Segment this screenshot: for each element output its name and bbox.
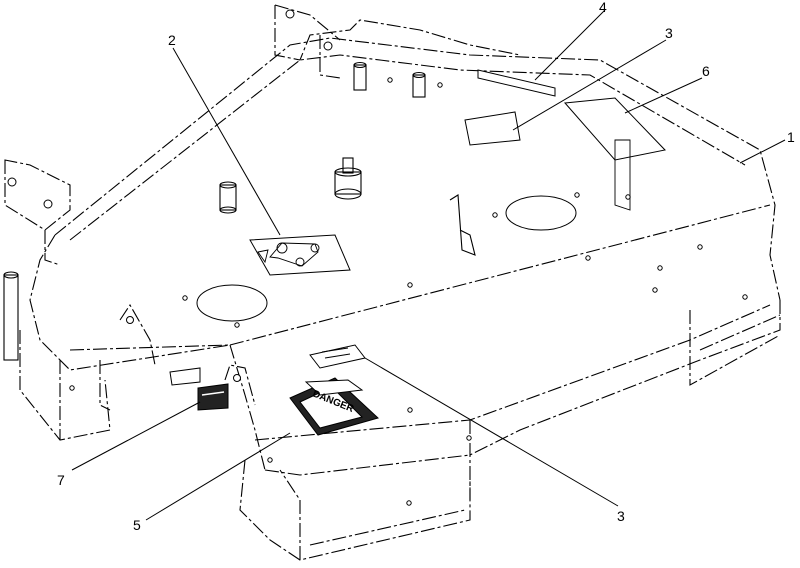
- leader-1: [739, 139, 786, 164]
- deck-outline: [19, 37, 781, 561]
- spindle: [334, 157, 362, 200]
- decal-danger-small: [309, 344, 366, 369]
- leader-4: [534, 9, 606, 81]
- rear-bracket: [274, 4, 521, 79]
- leader-3-top: [512, 39, 667, 131]
- decal-danger-large: DANGER: [289, 377, 379, 436]
- left-bracket: [4, 159, 71, 266]
- callout-6: 6: [702, 63, 710, 79]
- pin-left-rear: [219, 181, 237, 214]
- callout-2: 2: [168, 32, 176, 48]
- decal-belt-routing: [249, 234, 351, 276]
- decal-rear-box: [563, 97, 666, 211]
- pin-rear-1: [353, 61, 367, 91]
- decal-rear-small: [464, 111, 521, 146]
- bolt-holes: [69, 77, 748, 506]
- leader-7: [71, 401, 201, 471]
- leader-3-bottom: [364, 357, 619, 507]
- leader-5: [145, 432, 291, 521]
- decal-rear-strip: [477, 69, 556, 97]
- baffle-flap: [449, 194, 476, 256]
- front-uprights: [99, 303, 256, 411]
- callout-5: 5: [133, 517, 141, 533]
- blade-openings: [196, 195, 577, 322]
- callout-7: 7: [57, 472, 65, 488]
- callout-4: 4: [599, 0, 607, 15]
- pin-left-front: [3, 271, 19, 361]
- callout-3-top: 3: [665, 25, 673, 41]
- leader-6: [624, 77, 703, 114]
- callout-1: 1: [787, 129, 795, 145]
- leader-2: [172, 47, 281, 236]
- pin-rear-2: [412, 71, 426, 98]
- leader-lines: [71, 9, 786, 521]
- decal-front-strip: [169, 367, 229, 411]
- callout-3-bottom: 3: [617, 508, 625, 524]
- callouts: 2 4 3 6 1 7 5 3: [57, 0, 795, 533]
